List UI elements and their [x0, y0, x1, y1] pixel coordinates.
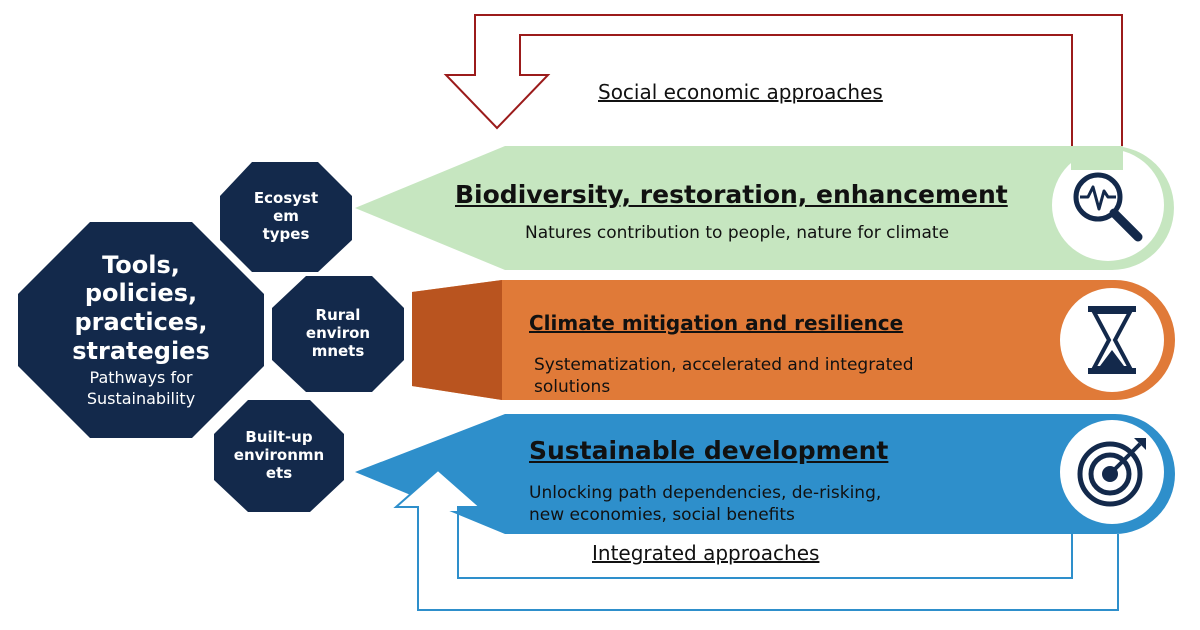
- climate-subtitle-line: solutions: [534, 377, 611, 398]
- hub-subtitle-line: Sustainability: [86, 388, 196, 408]
- development-subtitle-line: new economies, social benefits: [529, 505, 795, 526]
- hub-title: Tools, policies, practices, strategies: [72, 251, 210, 366]
- rural-environments-label: Rural environ mnets: [272, 276, 404, 392]
- biodiversity-subtitle: Natures contribution to people, nature f…: [525, 222, 949, 244]
- development-band: [355, 414, 1175, 534]
- integrated-arrow-inner: [457, 507, 1073, 579]
- social-economic-arrow-outer: [474, 14, 1123, 170]
- development-subtitle: Unlocking path dependencies, de-risking,…: [529, 482, 881, 526]
- magnifier-pulse-icon: [1073, 172, 1143, 242]
- target-icon: [1077, 438, 1146, 507]
- climate-band-outer: [412, 280, 1175, 400]
- climate-icon-circle: [1060, 288, 1164, 392]
- builtup-line: Built-up: [245, 428, 313, 447]
- ecosystem-octagon: [220, 162, 352, 272]
- hub-octagon: [18, 222, 264, 438]
- hub-subtitle: Pathways for Sustainability: [87, 368, 195, 410]
- builtup-octagon: [214, 400, 344, 512]
- social-economic-approaches-label: Social economic approaches: [598, 80, 883, 104]
- climate-subtitle-line: Systematization, accelerated and integra…: [534, 355, 914, 375]
- ecosystem-line: em: [273, 207, 299, 226]
- climate-band-face: [412, 280, 502, 400]
- social-economic-arrow-head: [443, 74, 551, 130]
- ecosystem-types-label: Ecosyst em types: [220, 162, 352, 272]
- biodiversity-band: [355, 146, 1174, 270]
- hub-title-line: practices,: [74, 308, 208, 337]
- hub-label: Tools, policies, practices, strategies P…: [18, 222, 264, 438]
- hub-title-line: strategies: [72, 337, 210, 365]
- hub-title-line: Tools,: [102, 250, 180, 279]
- social-economic-arrow-line: [519, 34, 1073, 168]
- climate-subtitle: Systematization, accelerated and integra…: [534, 354, 914, 398]
- biodiversity-subtitle-line: Natures contribution to people, nature f…: [525, 223, 950, 243]
- hourglass-icon: [1088, 306, 1136, 374]
- development-title: Sustainable development: [529, 436, 889, 465]
- integrated-arrow-outer: [417, 507, 1119, 611]
- builtup-environments-label: Built-up environmn ets: [214, 400, 344, 512]
- hub-title-line: policies,: [84, 279, 198, 308]
- rural-line: Rural: [315, 306, 361, 325]
- biodiversity-title: Biodiversity, restoration, enhancement: [455, 180, 1008, 209]
- rural-line: mnets: [311, 341, 365, 360]
- builtup-line: ets: [265, 463, 293, 482]
- rural-octagon: [272, 276, 404, 392]
- integrated-approaches-label: Integrated approaches: [592, 541, 820, 565]
- development-subtitle-line: Unlocking path dependencies, de-risking,: [529, 483, 882, 503]
- builtup-line: environmn: [233, 446, 325, 465]
- ecosystem-line: types: [262, 224, 310, 243]
- hub-subtitle-line: Pathways for: [89, 367, 193, 387]
- rural-line: environ: [305, 324, 371, 343]
- climate-title: Climate mitigation and resilience: [529, 311, 904, 335]
- ecosystem-line: Ecosyst: [253, 189, 319, 208]
